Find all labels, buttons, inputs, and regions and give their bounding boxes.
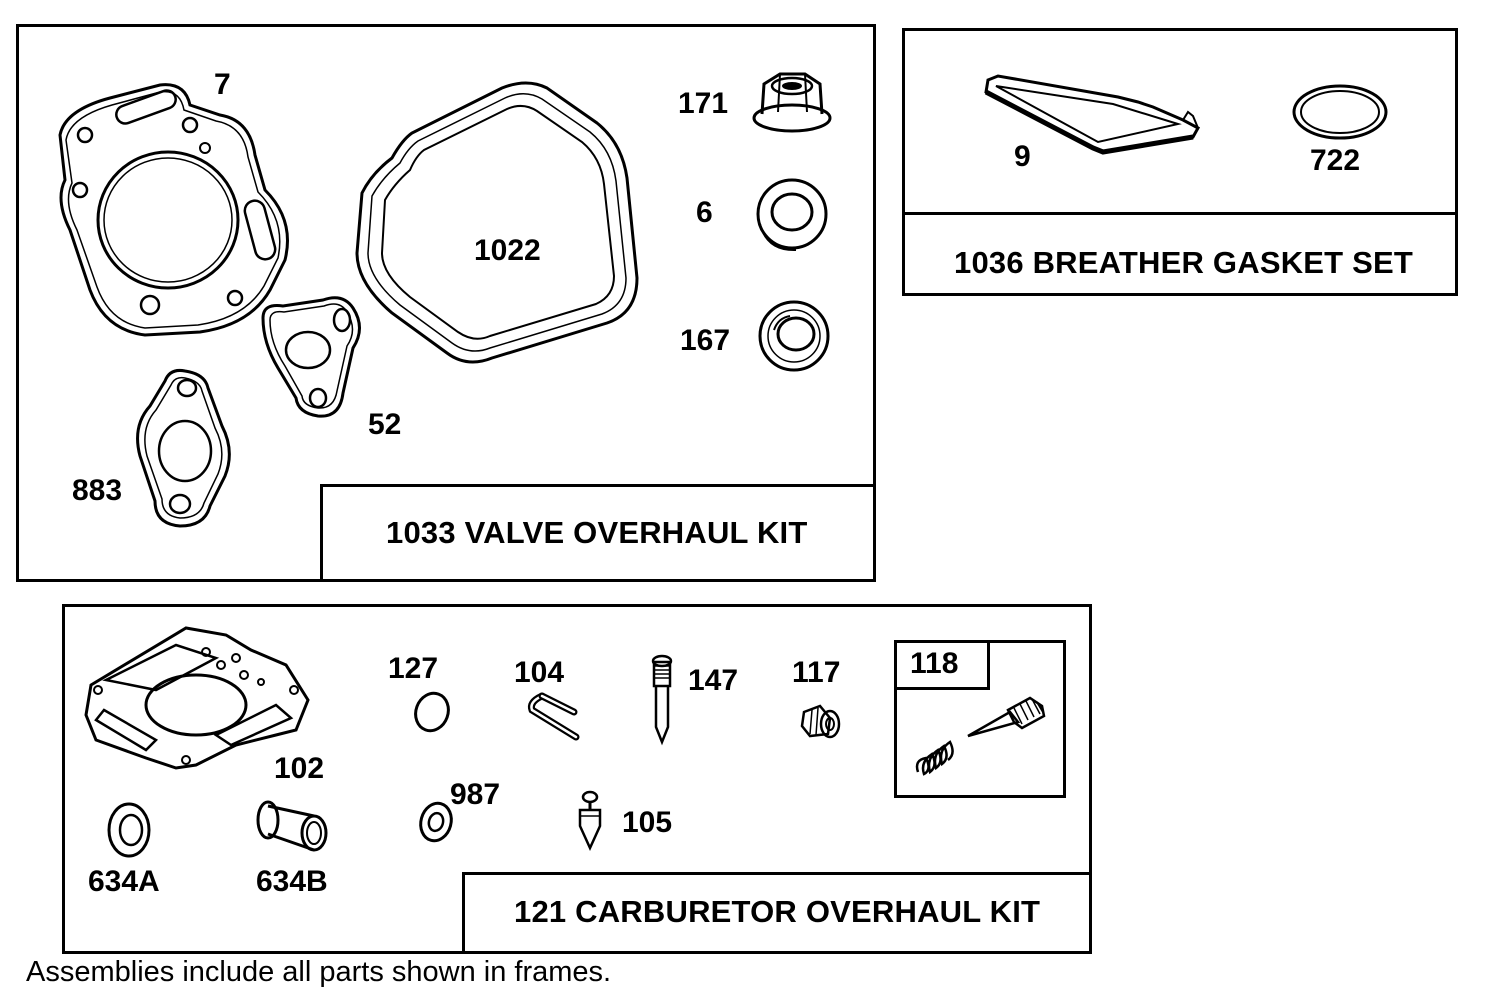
label-634b: 634B — [256, 865, 328, 898]
label-104: 104 — [514, 656, 565, 689]
rocker-cover-gasket-part — [352, 78, 647, 368]
label-147: 147 — [688, 664, 739, 697]
label-118: 118 — [910, 647, 959, 680]
welch-plug-127-part — [412, 692, 454, 734]
seal-167-part — [754, 300, 834, 375]
label-127: 127 — [388, 652, 439, 685]
idle-mixture-assembly-label-box — [894, 640, 990, 690]
label-1022: 1022 — [474, 234, 541, 267]
label-117: 117 — [792, 656, 841, 689]
label-167: 167 — [680, 324, 731, 357]
label-102: 102 — [274, 752, 325, 785]
nut-part — [750, 66, 840, 136]
bushing-634b-part — [254, 798, 334, 860]
carburetor-overhaul-kit-title: 121 CARBURETOR OVERHAUL KIT — [514, 894, 1041, 929]
label-987: 987 — [450, 778, 501, 811]
breather-gasket-part — [978, 72, 1208, 157]
label-9: 9 — [1014, 140, 1031, 173]
label-6: 6 — [696, 196, 713, 229]
carburetor-overhaul-kit-title-box — [462, 872, 1092, 954]
label-171: 171 — [678, 87, 729, 120]
label-722: 722 — [1310, 144, 1361, 177]
needle-147-part — [646, 652, 678, 744]
seal-634a-part — [104, 800, 154, 860]
carburetor-gasket-102-part — [76, 620, 316, 770]
breather-gasket-set-title: 1036 BREATHER GASKET SET — [954, 245, 1413, 280]
label-883: 883 — [72, 474, 123, 507]
pin-104-part — [524, 692, 584, 742]
footnote: Assemblies include all parts shown in fr… — [26, 956, 612, 988]
float-valve-105-part — [574, 790, 606, 852]
label-105: 105 — [622, 806, 673, 839]
label-634a: 634A — [88, 865, 160, 898]
screw-117-part — [798, 700, 844, 742]
idle-mixture-screw-part — [910, 694, 1050, 784]
seal-6-part — [752, 176, 832, 256]
label-7: 7 — [214, 68, 231, 101]
exhaust-gasket-52-part — [258, 288, 368, 423]
valve-overhaul-kit-title: 1033 VALVE OVERHAUL KIT — [386, 515, 808, 550]
intake-gasket-883-part — [130, 366, 240, 531]
breather-gasket-set-title-box — [902, 212, 1458, 296]
head-gasket-part — [50, 80, 300, 340]
oring-gasket-722-part — [1290, 82, 1390, 142]
label-52: 52 — [368, 408, 402, 441]
valve-overhaul-kit-title-box — [320, 484, 876, 582]
jet-987-part — [416, 800, 456, 844]
